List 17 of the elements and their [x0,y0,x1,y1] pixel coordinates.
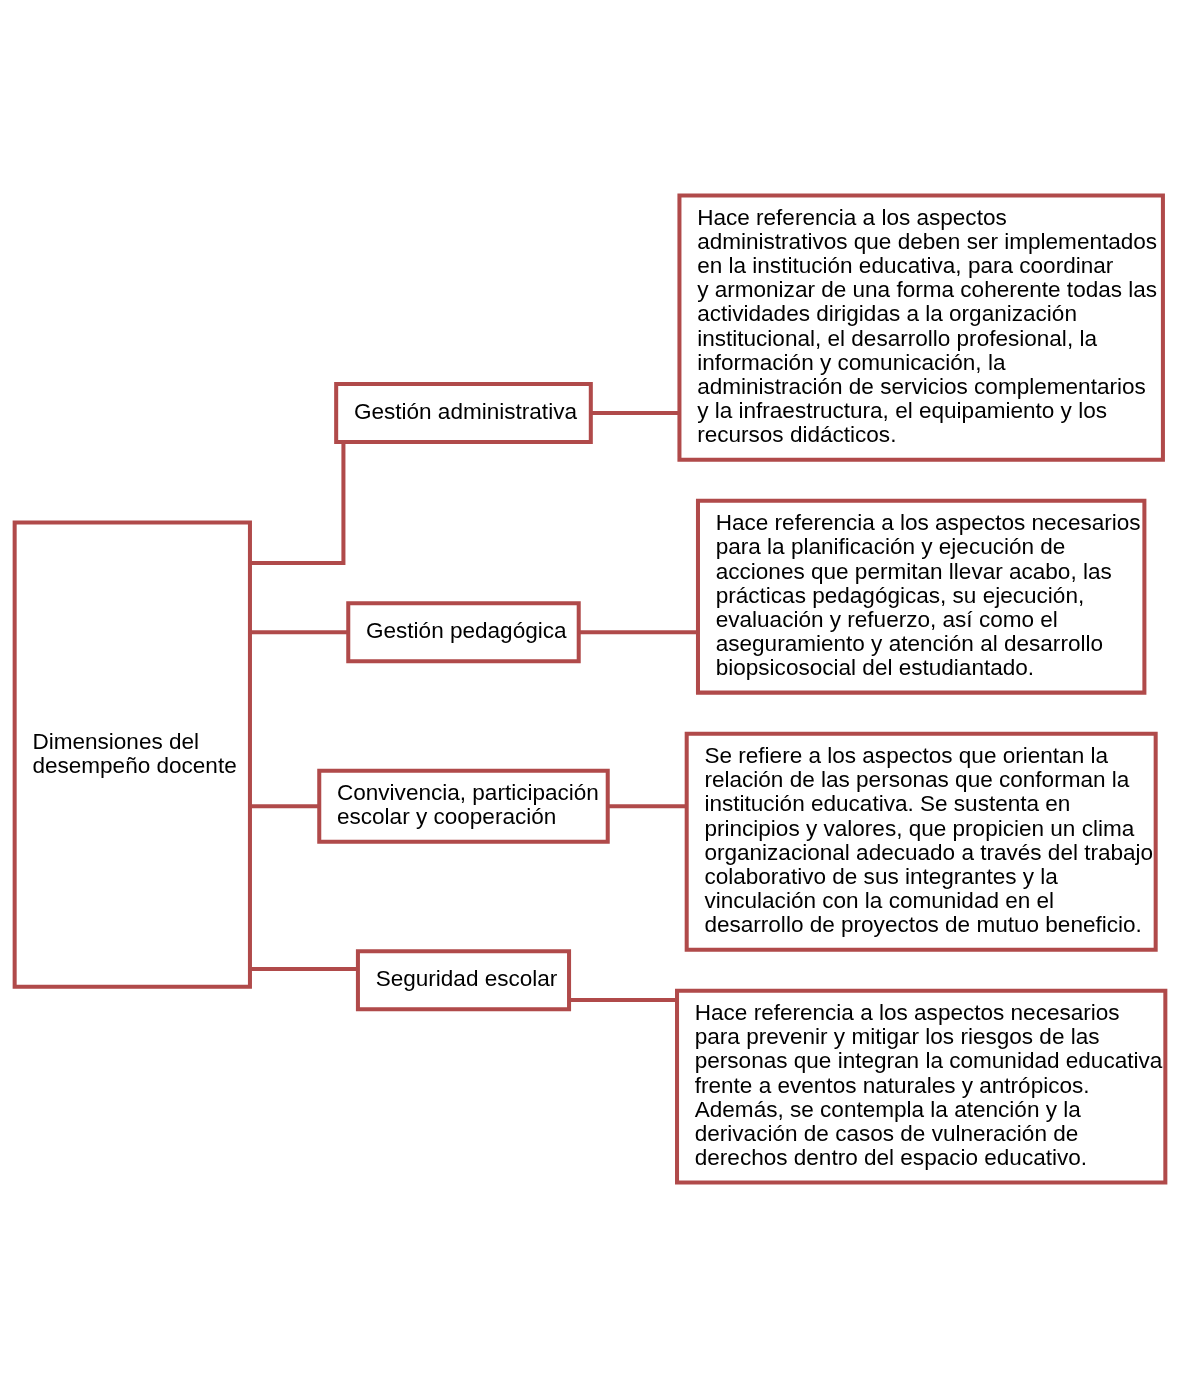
node-box: Hace referencia a los aspectos necesarios para prevenir y mitigar los riesgos de las personas que integran la comunidad educativa frente a eventos naturales y antrópicos. Además, se contempla la atención y la derivación de casos de vulneración de derechos dentro del espacio educativo. [675,988,1168,1185]
node-box: Gestión pedagógica [346,601,581,664]
connector [608,804,687,809]
connector [569,998,677,1003]
node-box: Gestión administrativa [334,382,593,445]
node-box: Se refiere a los aspectos que orientan la relación de las personas que conforman la institución educativa. Se sustenta en principios y valores, que propicien un clima organizacional adecuado a través del trabajo colaborativo de sus integrantes y la vinculación con la comunidad en el desarrollo de proyectos de mutuo beneficio. [684,731,1158,952]
connector [250,967,358,972]
node-box: Seguridad escolar [355,949,572,1012]
connector [250,442,346,565]
connector [591,411,680,416]
node-box: Hace referencia a los aspectos necesarios para la planificación y ejecución de acciones que permitan llevar acabo, las prácticas pedagógicas, su ejecución, evaluación y refuerzo, así como el aseguramiento y atención al desarrollo biopsicosocial del estudiantado. [695,498,1147,695]
node-box: Dimensiones del desempeño docente [12,520,252,989]
node-box: Convivencia, participación escolar y cooperación [317,768,610,844]
connector [250,804,319,809]
connector [250,630,348,635]
node-box: Hace referencia a los aspectos administrativos que deben ser implementados en la institución educativa, para coordinar y armonizar de una forma coherente todas las actividades dirigidas a la organización institucional, el desarrollo profesional, la información y comunicación, la administración de servicios complementarios y la infraestructura, el equipamiento y los recursos didácticos. [677,193,1165,462]
connector [579,630,698,635]
